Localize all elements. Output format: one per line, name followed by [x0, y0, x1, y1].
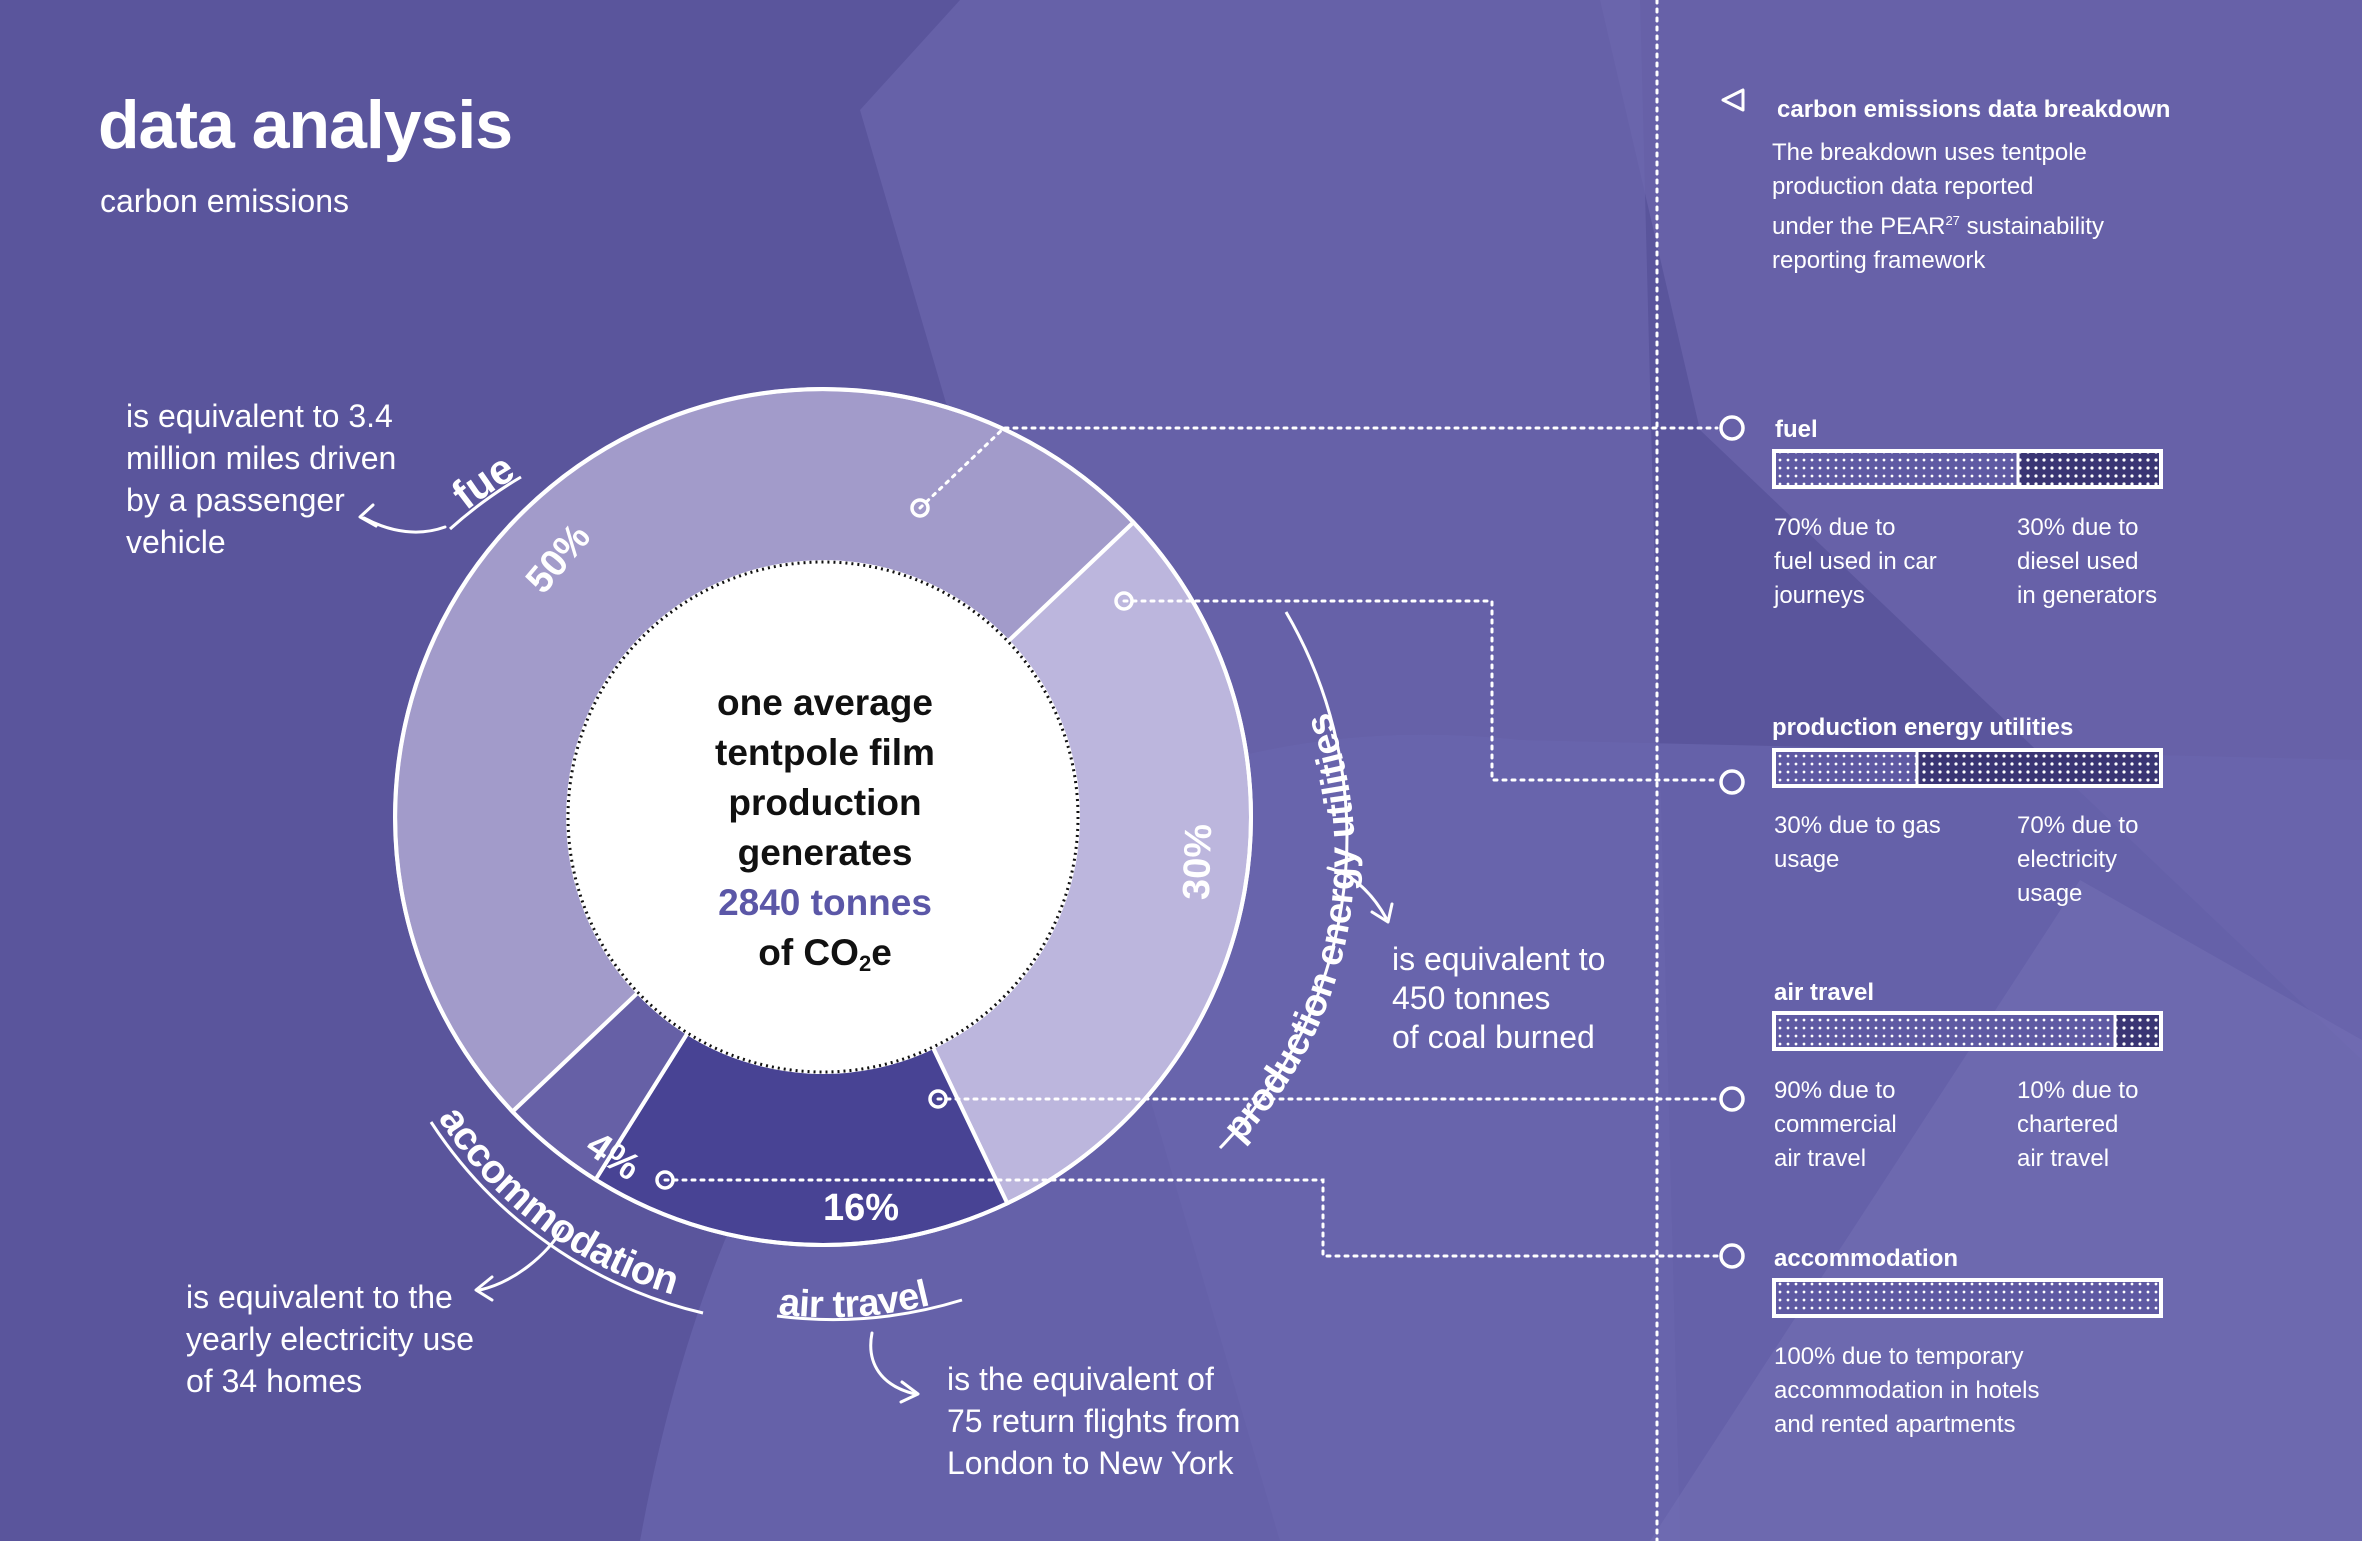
arc-underline-fuel — [448, 475, 522, 531]
accommodation-equivalent: is equivalent to the yearly electricity … — [186, 1279, 475, 1399]
bar-part-primary-1 — [1774, 750, 1917, 786]
page-subtitle: carbon emissions — [100, 183, 349, 219]
arrow-air-travel-icon — [869, 1331, 917, 1396]
emissions-unit: of CO2e — [758, 932, 892, 976]
arrow-fuel-icon — [362, 516, 447, 534]
section-title-accommodation: accommodation — [1774, 1245, 1959, 1272]
bar-part-secondary-2 — [2115, 1013, 2161, 1049]
fuel-equivalent: is equivalent to 3.4 million miles drive… — [126, 398, 397, 560]
arrow-accommodation-icon — [478, 1226, 565, 1292]
arrow-utilities-icon — [1326, 866, 1388, 920]
slice-label-air-travel: 16% — [823, 1187, 899, 1229]
section-title-air-travel: air travel — [1774, 979, 1875, 1006]
page-title: data analysis — [98, 87, 513, 163]
donut-center-text: one average tentpole film production gen… — [560, 678, 1090, 989]
utilities-equivalent: is equivalent to 450 tonnes of coal burn… — [1392, 941, 1606, 1055]
breakdown-bars — [1772, 449, 2163, 1318]
total-emissions: 2840 tonnes — [718, 882, 932, 923]
breakdown-description: The breakdown uses tentpole production d… — [1772, 139, 2104, 274]
bar-outline-2 — [1772, 1011, 2163, 1051]
donut-center — [566, 560, 1080, 1074]
connector-accommodation — [663, 1178, 1719, 1258]
donut-chart: 50%30%16%4% — [393, 387, 1254, 1248]
bar-part-secondary-0 — [2018, 451, 2161, 487]
bar-part-primary-3 — [1774, 1280, 2161, 1316]
section-title-utilities: production energy utilities — [1772, 714, 2074, 741]
bar-part-primary-2 — [1774, 1013, 2115, 1049]
equivalent-arrows — [358, 503, 1394, 1404]
arc-underline-accommodation — [429, 1121, 704, 1315]
connector-lines — [663, 0, 1719, 1541]
bar-part-primary-0 — [1774, 451, 2018, 487]
slice-label-production-energy-utilities: 30% — [1176, 823, 1221, 900]
bar-outline-0 — [1772, 449, 2163, 489]
section-title-fuel: fuel — [1775, 416, 1818, 443]
connector-utilities — [1122, 599, 1719, 782]
arc-underline-air-travel — [776, 1298, 963, 1321]
bar-outline-3 — [1772, 1278, 2163, 1318]
bar-outline-1 — [1772, 748, 2163, 788]
arc-underline-utilities — [1218, 611, 1349, 1150]
connector-fuel — [918, 426, 1719, 510]
connector-dots — [655, 415, 1745, 1269]
bar-part-secondary-1 — [1917, 750, 2161, 786]
breakdown-title: carbon emissions data breakdown — [1777, 96, 2171, 123]
air-travel-equivalent: is the equivalent of 75 return flights f… — [947, 1361, 1241, 1481]
triangle-marker-icon — [1721, 88, 1745, 112]
donut-outline — [393, 387, 1253, 1247]
